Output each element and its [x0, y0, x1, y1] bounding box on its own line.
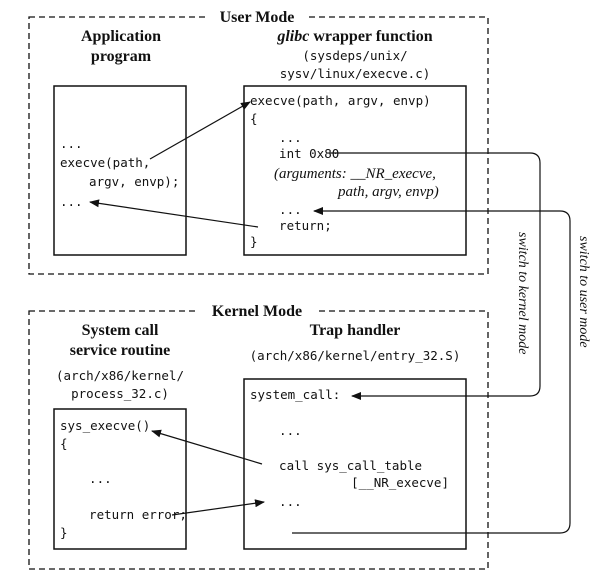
trap-title: Trap handler: [310, 322, 401, 339]
user-mode-label: User Mode: [220, 9, 295, 26]
trap-code-line: call sys_call_table: [264, 458, 422, 473]
trap-code-line: ...: [264, 494, 302, 509]
service-title-line2: service routine: [70, 342, 171, 359]
service-code-line: return error;: [74, 507, 187, 522]
glibc-path-line1: (sysdeps/unix/: [302, 48, 407, 63]
glibc-code-line: }: [250, 234, 258, 249]
application-program-box: [53, 85, 187, 256]
app-code-line: ...: [60, 136, 83, 151]
trap-code-line: [__NR_execve]: [306, 475, 449, 490]
service-code-line: ...: [74, 471, 112, 486]
return-to-trap-arrow: [171, 499, 265, 516]
service-routine-box: [53, 408, 187, 550]
trap-handler-box: [243, 378, 467, 550]
switch-to-user-label: switch to user mode: [576, 236, 591, 348]
trap-code-line: ...: [264, 423, 302, 438]
service-code-line: sys_execve(): [60, 418, 150, 433]
service-code-line: {: [60, 436, 68, 451]
app-code-line: execve(path,: [60, 155, 150, 170]
dispatch-service-arrow: [151, 429, 263, 465]
call-wrapper-arrow: [149, 101, 251, 160]
trap-path: (arch/x86/kernel/entry_32.S): [250, 348, 461, 363]
user-mode-region: [28, 16, 489, 275]
glibc-args-line1: (arguments: __NR_execve,: [274, 166, 436, 182]
switch-to-kernel-label: switch to kernel mode: [515, 232, 530, 354]
service-code-line: }: [60, 525, 68, 540]
kernel-mode-region: [28, 310, 489, 570]
glibc-code-line: int 0x80: [264, 146, 339, 161]
glibc-path-line2: sysv/linux/execve.c): [280, 66, 431, 81]
app-code-line: ...: [60, 194, 83, 209]
service-path-line1: (arch/x86/kernel/: [56, 368, 184, 383]
glibc-args-line2: path, argv, envp): [337, 184, 439, 200]
switch-to-kernel-arrow: [330, 152, 541, 400]
glibc-code-line: execve(path, argv, envp): [250, 93, 431, 108]
trap-code-line: system_call:: [250, 387, 340, 402]
service-path-line2: process_32.c): [71, 386, 169, 401]
app-code-line: argv, envp);: [74, 174, 179, 189]
glibc-title: glibc wrapper function: [276, 28, 432, 45]
glibc-wrapper-box: [243, 85, 467, 256]
glibc-code-line: return;: [264, 218, 332, 233]
application-title-line2: program: [91, 48, 152, 65]
glibc-code-line: {: [250, 111, 258, 126]
application-title-line1: Application: [81, 28, 161, 45]
kernel-mode-label: Kernel Mode: [212, 303, 302, 320]
glibc-code-line: ...: [264, 130, 302, 145]
glibc-code-line: ...: [264, 202, 302, 217]
return-to-app-arrow: [89, 199, 259, 228]
service-title-line1: System call: [82, 322, 159, 339]
switch-to-user-arrow: [292, 207, 571, 534]
